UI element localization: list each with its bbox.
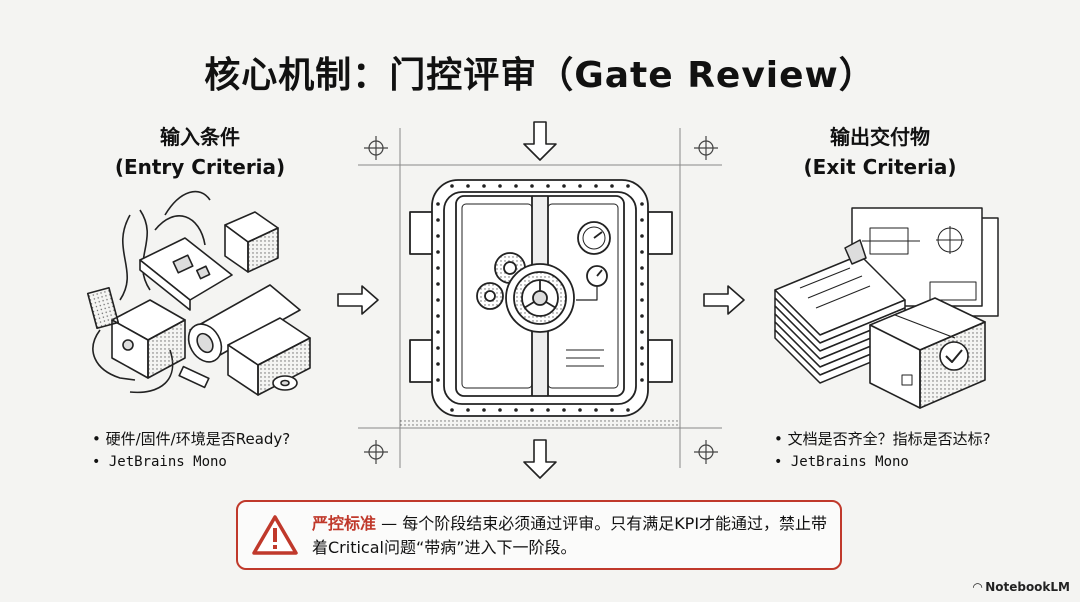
rivet <box>610 408 614 412</box>
rivet <box>640 234 644 238</box>
rivet <box>450 408 454 412</box>
rivet <box>436 250 440 254</box>
input-bullets: 硬件/固件/环境是否Ready? JetBrains Mono <box>92 428 291 474</box>
rivet <box>562 408 566 412</box>
output-heading: 输出交付物 (Exit Criteria) <box>770 122 990 182</box>
output-heading-sub: (Exit Criteria) <box>803 155 957 179</box>
rivet <box>530 408 534 412</box>
rivet <box>578 408 582 412</box>
rivet <box>640 362 644 366</box>
rivet <box>466 184 470 188</box>
rivet <box>436 218 440 222</box>
rivet <box>640 346 644 350</box>
rivet <box>640 298 644 302</box>
rivet <box>530 184 534 188</box>
rivet <box>436 346 440 350</box>
brand-badge: ◠NotebookLM <box>973 580 1070 594</box>
hardware-parts-icon <box>86 190 311 396</box>
rivet <box>610 184 614 188</box>
vault-rivets <box>436 184 644 412</box>
input-bullet: 硬件/固件/环境是否Ready? <box>92 428 291 451</box>
notebooklm-logo-icon: ◠ <box>972 580 983 594</box>
page-title: 核心机制：门控评审（Gate Review） <box>204 55 876 96</box>
input-heading: 输入条件 (Entry Criteria) <box>90 122 310 182</box>
rivet <box>640 378 644 382</box>
rivet <box>436 202 440 206</box>
rivet <box>436 330 440 334</box>
rivet <box>640 282 644 286</box>
rivet <box>436 266 440 270</box>
warning-box: 严控标准 — 每个阶段结束必须通过评审。只有满足KPI才能通过，禁止带着Crit… <box>236 500 842 570</box>
rivet <box>450 184 454 188</box>
rivet <box>498 184 502 188</box>
rivet <box>436 314 440 318</box>
rivet <box>626 408 630 412</box>
warning-label: 严控标准 <box>312 514 377 533</box>
arrow-right-icon <box>703 285 745 315</box>
rivet <box>626 184 630 188</box>
rivet <box>640 202 644 206</box>
output-bullets: 文档是否齐全？指标是否达标? JetBrains Mono <box>774 428 991 474</box>
warning-triangle-icon <box>252 515 298 555</box>
rivet <box>594 408 598 412</box>
input-bullet: JetBrains Mono <box>92 451 290 474</box>
rivet <box>546 408 550 412</box>
output-heading-title: 输出交付物 <box>830 125 930 149</box>
arrow-right-icon <box>337 285 379 315</box>
rivet <box>482 408 486 412</box>
input-heading-sub: (Entry Criteria) <box>114 155 286 179</box>
rivet <box>514 184 518 188</box>
rivet <box>436 298 440 302</box>
rivet <box>640 266 644 270</box>
vault-door-icon <box>400 179 680 428</box>
rivet <box>640 330 644 334</box>
rivet <box>594 184 598 188</box>
rivet <box>436 234 440 238</box>
rivet <box>514 408 518 412</box>
rivet <box>640 250 644 254</box>
warning-body: — 每个阶段结束必须通过评审。只有满足KPI才能通过，禁止带着Critical问… <box>312 514 828 557</box>
rivet <box>436 378 440 382</box>
arrow-down-icon <box>523 439 557 479</box>
output-bullet: 文档是否齐全？指标是否达标? <box>774 428 991 451</box>
arrow-down-icon <box>523 121 557 161</box>
rivet <box>640 218 644 222</box>
rivet <box>546 184 550 188</box>
rivet <box>562 184 566 188</box>
crosshair-icon <box>364 136 718 464</box>
rivet <box>436 282 440 286</box>
rivet <box>640 314 644 318</box>
documents-icon <box>774 207 999 384</box>
package-box-icon <box>869 297 986 409</box>
rivet <box>578 184 582 188</box>
input-heading-title: 输入条件 <box>160 125 240 149</box>
rivet <box>436 362 440 366</box>
rivet <box>498 408 502 412</box>
rivet <box>482 184 486 188</box>
warning-text: 严控标准 — 每个阶段结束必须通过评审。只有满足KPI才能通过，禁止带着Crit… <box>312 512 832 560</box>
brand-name: NotebookLM <box>985 580 1070 594</box>
rivet <box>466 408 470 412</box>
output-bullet: JetBrains Mono <box>774 451 991 474</box>
